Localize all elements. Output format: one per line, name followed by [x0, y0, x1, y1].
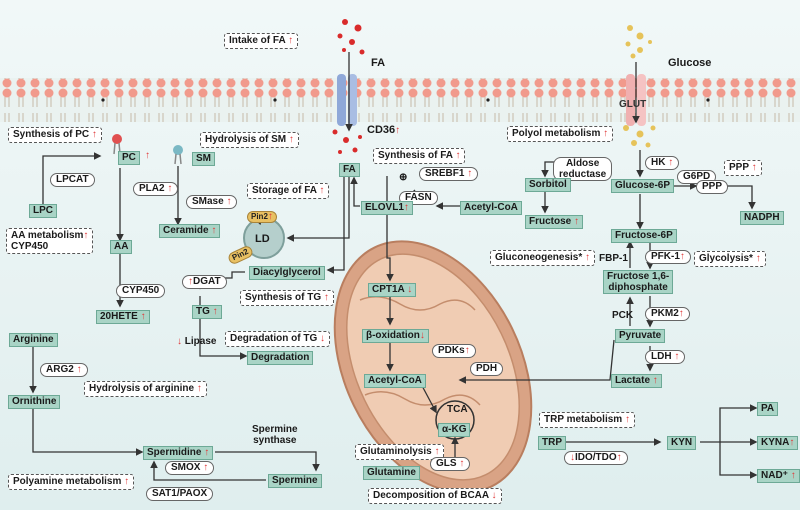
metabolite-acetylcoa-cytosol: Acetyl-CoA: [460, 201, 522, 215]
metabolite-diacylglycerol: Diacylglycerol: [249, 266, 325, 280]
process-glycolysis: Glycolysis* ↑: [694, 251, 766, 267]
metabolite-lactate: Lactate ↑: [611, 374, 662, 388]
metabolite-elovl1: ELOVL1↑: [361, 201, 413, 215]
enzyme-pdh: PDH: [470, 362, 504, 376]
enzyme-gls: GLS ↑: [430, 457, 471, 471]
process-synthesis-fa: Synthesis of FA ↑: [373, 148, 466, 164]
enzyme-dgat: ↑DGAT: [182, 275, 227, 289]
lipid-droplet-label: LD: [255, 233, 270, 245]
process-polyol: Polyol metabolism ↑: [507, 126, 614, 142]
enzyme-lipase: ↓ Lipase: [177, 336, 217, 347]
process-polyamine: Polyamine metabolism ↑: [8, 474, 135, 490]
enzyme-pck: PCK: [612, 310, 634, 321]
process-synthesis-tg: Synthesis of TG ↑: [240, 290, 334, 306]
sm-lipid-icon: [173, 145, 183, 165]
enzyme-lpcat: LPCAT: [50, 173, 95, 187]
process-hydrolysis-sm: Hydrolysis of SM ↑: [200, 132, 299, 148]
metabolite-trp: TRP: [538, 436, 566, 450]
enzyme-fbp1: FBP-1: [599, 253, 628, 264]
enzyme-sat1-paox: SAT1/PAOX: [146, 487, 214, 501]
metabolite-nad: NAD⁺ ↑: [757, 469, 800, 483]
fa-molecules-icon: [332, 19, 365, 154]
transporter-glut: GLUT: [619, 99, 647, 110]
metabolite-sorbitol: Sorbitol: [525, 178, 571, 192]
enzyme-ldh: LDH ↑: [645, 350, 686, 364]
enzyme-pla2: PLA2 ↑: [133, 182, 179, 196]
metabolite-glutamine: Glutamine: [363, 466, 420, 480]
process-storage-fa: Storage of FA ↑: [247, 183, 330, 199]
process-synthesis-pc: Synthesis of PC ↑: [8, 127, 102, 143]
metabolite-fructose: Fructose ↑: [525, 215, 584, 229]
plus-symbol: ⊕: [399, 172, 408, 183]
glut-channel-icon: [626, 74, 646, 126]
metabolite-arginine: Arginine: [9, 333, 58, 347]
metabolite-spermine: Spermine: [268, 474, 322, 488]
enzyme-ido-tdo: ↓IDO/TDO↑: [564, 451, 628, 465]
enzyme-srebf1: SREBF1 ↑: [419, 167, 479, 181]
metabolite-fructose-16-diphosphate: Fructose 1,6-diphosphate: [603, 270, 674, 294]
process-hydrolysis-arginine: Hydrolysis of arginine ↑: [84, 381, 207, 397]
metabolite-ppp: PPP: [696, 180, 729, 194]
metabolite-kyn: KYN: [667, 436, 697, 450]
enzyme-pfk1: PFK-1↑: [645, 250, 691, 264]
transporter-cd36: CD36↑: [367, 124, 401, 136]
enzyme-cyp450: CYP450: [116, 284, 166, 298]
input-glucose: Glucose: [668, 57, 712, 69]
enzyme-hk: HK ↑: [645, 156, 680, 170]
metabolite-spermidine: Spermidine ↑: [143, 446, 214, 460]
metabolite-ornithine: Ornithine: [8, 395, 61, 409]
arrow-pc: ↑: [145, 150, 150, 161]
process-bcaa: Decomposition of BCAA ↓: [368, 488, 502, 504]
process-gluconeogenesis: Gluconeogenesis* ↑: [490, 250, 596, 266]
process-glutaminolysis: Glutaminolysis ↑: [355, 444, 445, 460]
input-fa: FA: [371, 57, 386, 69]
metabolite-alpha-kg: α-KG: [438, 423, 471, 437]
metabolite-sm: SM: [192, 152, 215, 166]
enzyme-pdks: PDKs↑: [432, 344, 476, 358]
enzyme-smase: SMase ↑: [186, 195, 238, 209]
metabolite-ceramide: Ceramide ↑: [159, 224, 221, 238]
metabolite-kyna: KYNA↑: [757, 436, 799, 450]
process-degradation-tg: Degradation of TG ↓: [225, 331, 331, 347]
metabolite-cpt1a: CPT1A ↓: [368, 283, 417, 297]
enzyme-arg2: ARG2 ↑: [40, 363, 88, 377]
glucose-molecules-icon: [623, 25, 656, 148]
metabolite-aa: AA: [110, 240, 133, 254]
metabolite-beta-oxidation: β-oxidation↓: [362, 329, 429, 343]
metabolite-20hete: 20HETE ↑: [96, 310, 150, 324]
metabolite-fructose-6p: Fructose-6P: [611, 229, 677, 243]
process-intake-fa: Intake of FA ↑: [224, 33, 299, 49]
pin2-badge: Pin2↑: [247, 211, 277, 223]
metabolite-tg: TG ↑: [192, 305, 222, 319]
enzyme-pkm2: PKM2↑: [645, 307, 690, 321]
metabolite-lpc: LPC: [29, 204, 57, 218]
metabolite-pa: PA: [757, 402, 779, 416]
metabolite-nadph: NADPH: [740, 211, 784, 225]
process-ppp-label: PPP ↑: [724, 160, 762, 176]
metabolite-degradation: Degradation: [247, 351, 314, 365]
metabolite-pyruvate: Pyruvate: [615, 329, 666, 343]
process-trp-metabolism: TRP metabolism ↑: [539, 412, 635, 428]
enzyme-smox: SMOX ↑: [165, 461, 215, 475]
metabolite-acetylcoa-mito: Acetyl-CoA: [364, 374, 426, 388]
metabolite-glucose-6p: Glucose-6P: [611, 179, 675, 193]
tca-cycle-label: TCA: [447, 404, 468, 415]
metabolite-fa: FA: [339, 163, 360, 177]
cd36-channel-icon: [337, 74, 357, 126]
process-aa-metabolism: AA metabolism↑CYP450: [6, 228, 94, 254]
metabolite-pc: PC: [118, 151, 140, 165]
